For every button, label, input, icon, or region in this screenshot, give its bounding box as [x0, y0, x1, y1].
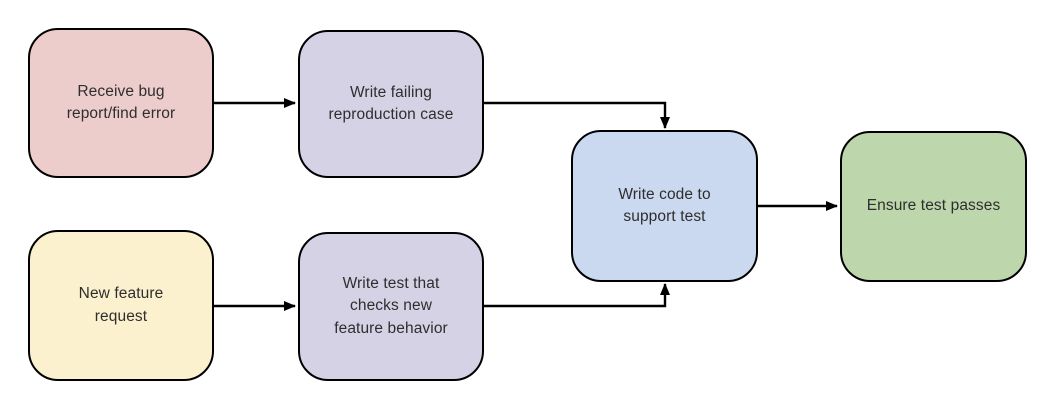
node-new-feature-request: New feature request: [28, 230, 214, 381]
edge-write-test-to-write-code: [484, 283, 670, 308]
node-write-test-checks-feature: Write test that checks new feature behav…: [298, 232, 484, 381]
node-write-code-support-test: Write code to support test: [571, 130, 758, 282]
node-receive-bug-report: Receive bug report/find error: [28, 28, 214, 178]
node-ensure-test-passes: Ensure test passes: [840, 131, 1027, 282]
node-write-failing-reproduction: Write failing reproduction case: [298, 30, 484, 178]
edge-write-failing-to-write-code: [484, 101, 670, 129]
